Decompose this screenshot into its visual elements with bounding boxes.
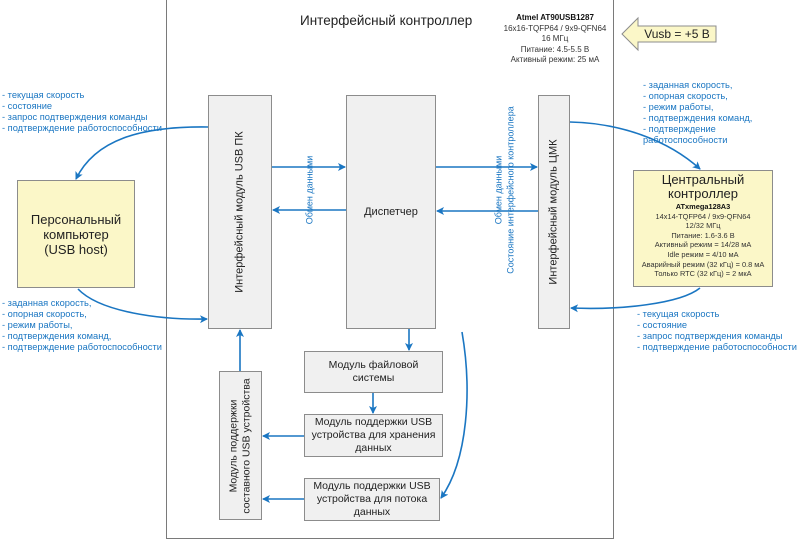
- notes-to-cc: - заданная скорость, - опорная скорость,…: [643, 80, 800, 146]
- cc-spec-line: Только RTC (32 кГц) = 2 мкА: [654, 269, 752, 279]
- cmk-exchange-label: Обмен данными: [493, 155, 504, 225]
- pc-exchange-label-wrap: Обмен данными: [302, 150, 316, 230]
- note-line: - состояние: [637, 320, 688, 330]
- note-line: - заданная скорость,: [643, 80, 733, 90]
- arrow-cmk-to-cc: [569, 121, 701, 170]
- note-line: - подтверждение работоспособности: [643, 124, 728, 145]
- filesystem-label: Модуль файловой: [328, 359, 419, 371]
- arrow-usbpc-to-pc: [75, 126, 209, 180]
- chip-spec-line: Активный режим: 25 мА: [510, 55, 600, 64]
- cmk-exchange-label-wrap: Обмен данными: [492, 150, 504, 230]
- note-line: - подтверждение работоспособности: [2, 342, 162, 352]
- cc-spec-line: Активный режим = 14/28 мА: [654, 240, 752, 250]
- cc-spec-line: Idle режим = 4/10 мА: [667, 249, 739, 259]
- stream-label: данных: [353, 506, 391, 518]
- stream-label: устройства для потока: [316, 493, 428, 505]
- note-line: - запрос подтверждения команды: [637, 331, 783, 341]
- pc-label: (USB host): [44, 241, 108, 257]
- dispatcher-module[interactable]: Диспетчер: [346, 95, 436, 329]
- arrow-cc-to-cmk: [570, 287, 701, 313]
- note-line: - заданная скорость,: [2, 298, 92, 308]
- storage-label: устройства для хранения: [311, 429, 436, 441]
- note-line: - опорная скорость,: [643, 91, 728, 101]
- pc-label: Персональный: [30, 211, 122, 227]
- chip-specs: Atmel AT90USB1287 16x16-TQFP64 / 9x9-QFN…: [495, 13, 615, 66]
- cc-title: Центральный: [661, 172, 745, 187]
- cmk-interface-module[interactable]: Интерфейсный модуль ЦМК: [538, 95, 570, 329]
- dispatcher-label: Диспетчер: [364, 206, 418, 218]
- usb-pc-interface-module[interactable]: Интерфейсный модуль USB ПК: [208, 95, 272, 329]
- cc-spec-line: 12/32 МГц: [685, 221, 721, 231]
- note-line: - текущая скорость: [637, 309, 720, 319]
- note-line: - подтверждения команд,: [2, 331, 112, 341]
- pc-exchange-label: Обмен данными: [304, 155, 315, 225]
- storage-label: данных: [355, 442, 392, 454]
- chip-spec-line: Питание: 4.5-5.5 В: [520, 44, 590, 54]
- composite-device-module[interactable]: Модуль поддержки составного USB устройст…: [219, 371, 262, 520]
- note-line: - состояние: [2, 101, 53, 111]
- pc-label: компьютер: [43, 226, 109, 242]
- personal-computer-box[interactable]: Персональный компьютер (USB host): [17, 180, 135, 288]
- note-line: - режим работы,: [643, 102, 714, 112]
- notes-from-pc: - заданная скорость, - опорная скорость,…: [2, 298, 162, 353]
- cc-spec-line: Питание: 1.6-3.6 В: [671, 230, 735, 240]
- note-line: - подтверждение работоспособности: [637, 342, 797, 352]
- cc-title: контроллер: [667, 186, 738, 201]
- notes-from-cc: - текущая скорость - состояние - запрос …: [637, 309, 797, 353]
- note-line: - режим работы,: [2, 320, 73, 330]
- chip-spec-line: 16x16-TQFP64 / 9x9-QFN64: [503, 23, 607, 33]
- central-controller-box[interactable]: Центральный контроллер ATxmega128A3 14x1…: [633, 170, 773, 287]
- stream-label: Модуль поддержки USB: [313, 480, 431, 492]
- cc-spec-line: 14x14-TQFP64 / 9x9-QFN64: [655, 211, 751, 221]
- notes-to-pc: - текущая скорость - состояние - запрос …: [2, 90, 162, 134]
- note-line: - текущая скорость: [2, 90, 85, 100]
- note-line: - запрос подтверждения команды: [2, 112, 148, 122]
- cc-chip-name: ATxmega128A3: [675, 202, 731, 211]
- chip-spec-line: 16 МГц: [541, 34, 569, 43]
- arrow-dispatcher-to-stream: [440, 331, 468, 499]
- diagram-title: Интерфейсный контроллер: [300, 13, 473, 28]
- note-line: - опорная скорость,: [2, 309, 87, 319]
- cc-spec-line: Аварийный режим (32 кГц) = 0.8 мА: [641, 259, 765, 269]
- note-line: - подтверждение работоспособности: [2, 123, 162, 133]
- chip-name: Atmel AT90USB1287: [516, 13, 594, 22]
- cmk-state-label: Состояние интерфейсного контроллера: [506, 106, 517, 274]
- cmk-state-label-wrap: Состояние интерфейсного контроллера: [505, 106, 517, 273]
- storage-label: Модуль поддержки USB: [314, 416, 433, 428]
- arrow-pc-to-usbpc: [77, 288, 208, 324]
- filesystem-label: системы: [352, 372, 395, 384]
- power-label: Vusb = +5 В: [644, 27, 710, 41]
- note-line: - подтверждения команд,: [643, 113, 753, 123]
